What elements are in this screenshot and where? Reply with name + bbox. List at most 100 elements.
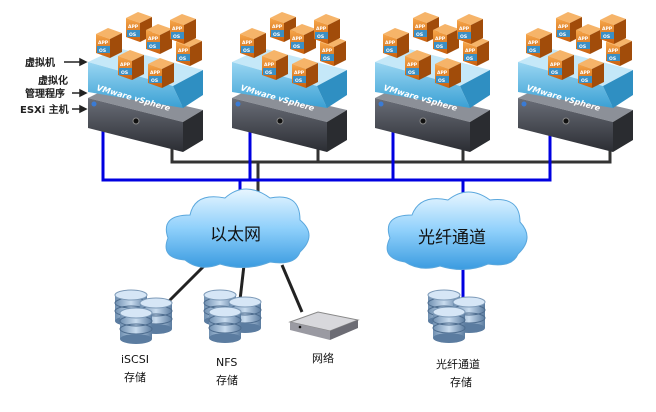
vm-icon: APP OS bbox=[383, 28, 409, 58]
app-label: APP bbox=[415, 24, 426, 30]
side-labels: 虚拟机 虚拟化 管理程序 ESXi 主机 bbox=[20, 56, 88, 116]
os-label: OS bbox=[295, 78, 302, 84]
vm-icon: APP OS bbox=[96, 28, 122, 58]
vm-icon: APP OS bbox=[292, 58, 318, 88]
eth-to-iscsi bbox=[163, 263, 207, 307]
os-label: OS bbox=[436, 44, 443, 50]
vm-icon: APP OS bbox=[576, 24, 602, 54]
app-label: APP bbox=[316, 26, 327, 32]
app-label: APP bbox=[608, 48, 619, 54]
vm-icon: APP OS bbox=[176, 36, 202, 66]
os-label: OS bbox=[438, 78, 445, 84]
os-label: OS bbox=[386, 48, 393, 54]
app-label: APP bbox=[242, 40, 253, 46]
vm-label: 虚拟机 bbox=[25, 56, 55, 69]
hypervisor-label-1: 虚拟化 bbox=[38, 74, 68, 87]
eth-to-network bbox=[280, 264, 304, 313]
os-label: OS bbox=[609, 56, 616, 62]
vm-icon: APP OS bbox=[240, 28, 266, 58]
app-label: APP bbox=[322, 48, 333, 54]
vm-icon: APP OS bbox=[290, 24, 316, 54]
os-label: OS bbox=[323, 56, 330, 62]
app-label: APP bbox=[272, 24, 283, 30]
network-switch-icon bbox=[288, 311, 360, 340]
network-label: 网络 bbox=[312, 351, 334, 365]
app-label: APP bbox=[385, 40, 396, 46]
app-label: APP bbox=[128, 24, 139, 30]
os-label: OS bbox=[173, 34, 180, 40]
vm-icon: APP OS bbox=[320, 36, 346, 66]
os-label: OS bbox=[179, 56, 186, 62]
app-label: APP bbox=[550, 62, 561, 68]
os-label: OS bbox=[579, 44, 586, 50]
app-label: APP bbox=[528, 40, 539, 46]
iscsi-label-2: 存储 bbox=[124, 370, 146, 384]
os-label: OS bbox=[408, 70, 415, 76]
app-label: APP bbox=[580, 70, 591, 76]
vsphere-layer: VMware vSphere bbox=[375, 48, 490, 113]
nfs-storage-icon bbox=[203, 289, 262, 343]
host-label: ESXi 主机 bbox=[20, 103, 69, 116]
iscsi-label-1: iSCSI bbox=[121, 353, 149, 366]
os-label: OS bbox=[265, 70, 272, 76]
iscsi-storage-icon bbox=[114, 289, 173, 344]
os-label: OS bbox=[151, 78, 158, 84]
os-label: OS bbox=[559, 32, 566, 38]
app-label: APP bbox=[120, 62, 131, 68]
disk-icon bbox=[208, 306, 242, 343]
os-label: OS bbox=[460, 34, 467, 40]
nfs-label-1: NFS bbox=[216, 356, 237, 369]
os-label: OS bbox=[603, 34, 610, 40]
vm-icon: APP OS bbox=[457, 14, 483, 44]
app-label: APP bbox=[148, 36, 159, 42]
disk-icon bbox=[119, 307, 153, 344]
app-label: APP bbox=[98, 40, 109, 46]
eth-to-nfs bbox=[238, 264, 246, 301]
disk-icon bbox=[432, 306, 466, 343]
fc-storage-label-1: 光纤通道 bbox=[436, 357, 480, 371]
vm-icon: APP OS bbox=[314, 14, 340, 44]
app-label: APP bbox=[435, 36, 446, 42]
app-label: APP bbox=[465, 48, 476, 54]
vm-icon: APP OS bbox=[270, 12, 296, 42]
ethernet-cloud: 以太网 bbox=[165, 188, 310, 268]
ethernet-label: 以太网 bbox=[210, 225, 261, 245]
vm-icon: APP OS bbox=[433, 24, 459, 54]
os-label: OS bbox=[551, 70, 558, 76]
os-label: OS bbox=[129, 32, 136, 38]
vm-icon: APP OS bbox=[170, 14, 196, 44]
fc-storage-icon bbox=[427, 289, 486, 343]
os-label: OS bbox=[317, 34, 324, 40]
app-label: APP bbox=[292, 36, 303, 42]
os-label: OS bbox=[466, 56, 473, 62]
fc-label: 光纤通道 bbox=[418, 228, 486, 248]
app-label: APP bbox=[264, 62, 275, 68]
vm-icon: APP OS bbox=[548, 50, 574, 80]
fc-cloud: 光纤通道 bbox=[386, 191, 528, 270]
app-label: APP bbox=[172, 26, 183, 32]
app-label: APP bbox=[294, 70, 305, 76]
hypervisor-label-2: 管理程序 bbox=[25, 87, 65, 100]
app-label: APP bbox=[178, 48, 189, 54]
fc-storage-label-2: 存储 bbox=[450, 375, 472, 389]
os-label: OS bbox=[273, 32, 280, 38]
app-label: APP bbox=[558, 24, 569, 30]
app-label: APP bbox=[150, 70, 161, 76]
san-backbone bbox=[101, 125, 552, 182]
app-label: APP bbox=[578, 36, 589, 42]
app-label: APP bbox=[459, 26, 470, 32]
os-label: OS bbox=[243, 48, 250, 54]
os-label: OS bbox=[99, 48, 106, 54]
os-label: OS bbox=[149, 44, 156, 50]
os-label: OS bbox=[293, 44, 300, 50]
